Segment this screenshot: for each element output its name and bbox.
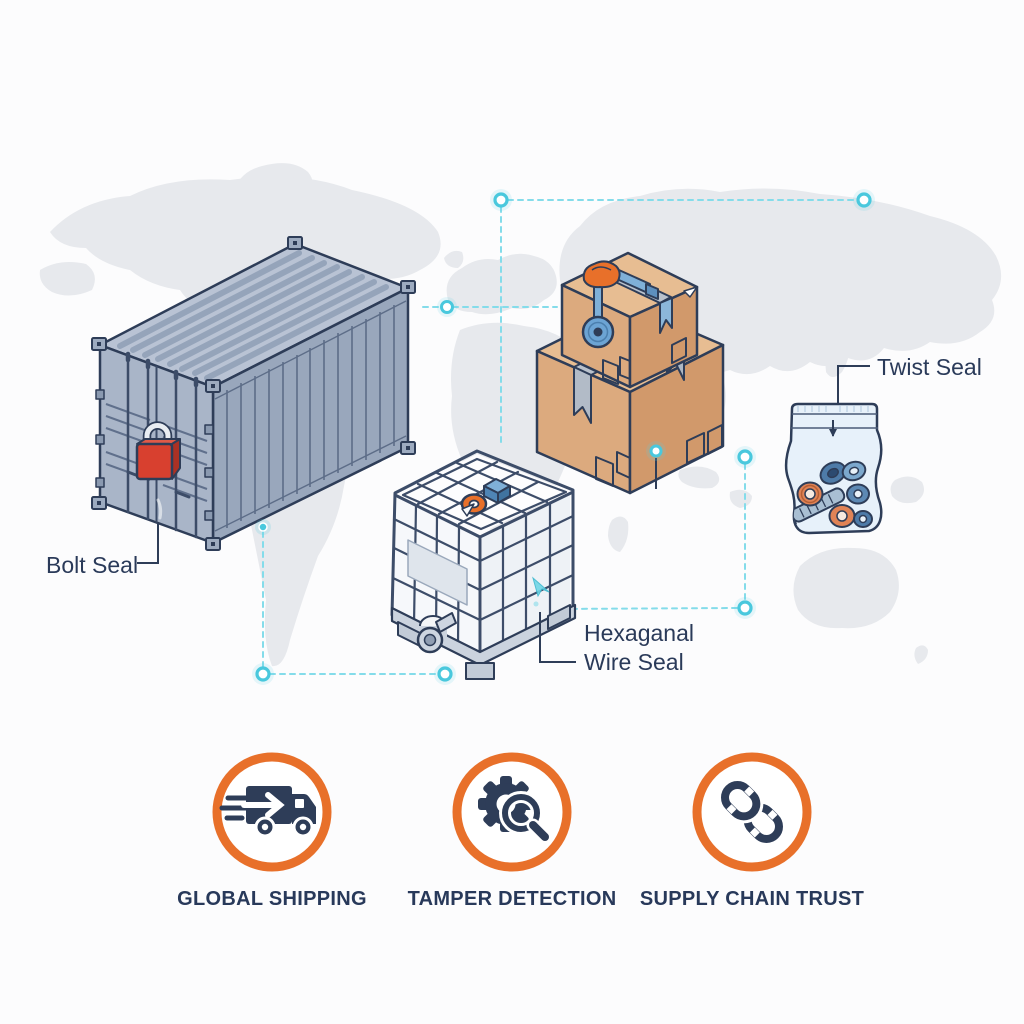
ibc-label-plate <box>407 539 468 606</box>
network-nodes <box>252 189 875 685</box>
feature-global-shipping: GLOBAL SHIPPING <box>142 750 402 911</box>
blue-ribbon-tab <box>659 297 673 334</box>
gear-magnifier-icon <box>450 750 574 874</box>
torn-tape-nick <box>683 286 698 298</box>
node-donut <box>252 189 875 685</box>
cardboard-boxes-illustration <box>535 251 725 495</box>
twist-seal-bag-illustration <box>784 402 883 535</box>
tape-tab-left <box>573 366 592 424</box>
ibc-tote-illustration <box>390 449 577 680</box>
ibc-valve <box>416 612 457 654</box>
feature-tamper-detection: TAMPER DETECTION <box>382 750 642 911</box>
feature-label: TAMPER DETECTION <box>407 888 617 910</box>
twist-seal-discs <box>786 460 873 528</box>
hex-wire-seal-label-line2: Wire Seal <box>584 649 684 675</box>
hex-wire-seal-caps <box>460 478 511 517</box>
bag-zipper <box>791 406 878 437</box>
container-hinges <box>95 389 214 521</box>
shipping-container-illustration <box>91 236 416 551</box>
feature-label: GLOBAL SHIPPING <box>177 888 367 910</box>
twist-seal-label: Twist Seal <box>877 354 982 380</box>
callout-connector-lines <box>137 365 870 663</box>
hex-wire-seal-label: Hexaganal Wire Seal <box>584 619 694 677</box>
bolt-seal-red-padlock <box>135 421 181 520</box>
container-corrugation <box>214 300 407 532</box>
hex-wire-seal-label-line1: Hexaganal <box>584 620 694 646</box>
container-roof-ridges <box>117 250 389 381</box>
container-corner-castings <box>91 236 416 551</box>
delivery-truck-icon <box>210 750 334 874</box>
box-label-marks <box>602 337 687 385</box>
box-label-marks <box>595 424 723 487</box>
chain-link-icon <box>690 750 814 874</box>
cursor-icon <box>532 576 550 607</box>
bolt-seal-label: Bolt Seal <box>46 552 139 578</box>
box-strap-seal <box>581 260 659 349</box>
feature-supply-chain-trust: SUPPLY CHAIN TRUST <box>622 750 882 911</box>
feature-label: SUPPLY CHAIN TRUST <box>639 888 865 910</box>
